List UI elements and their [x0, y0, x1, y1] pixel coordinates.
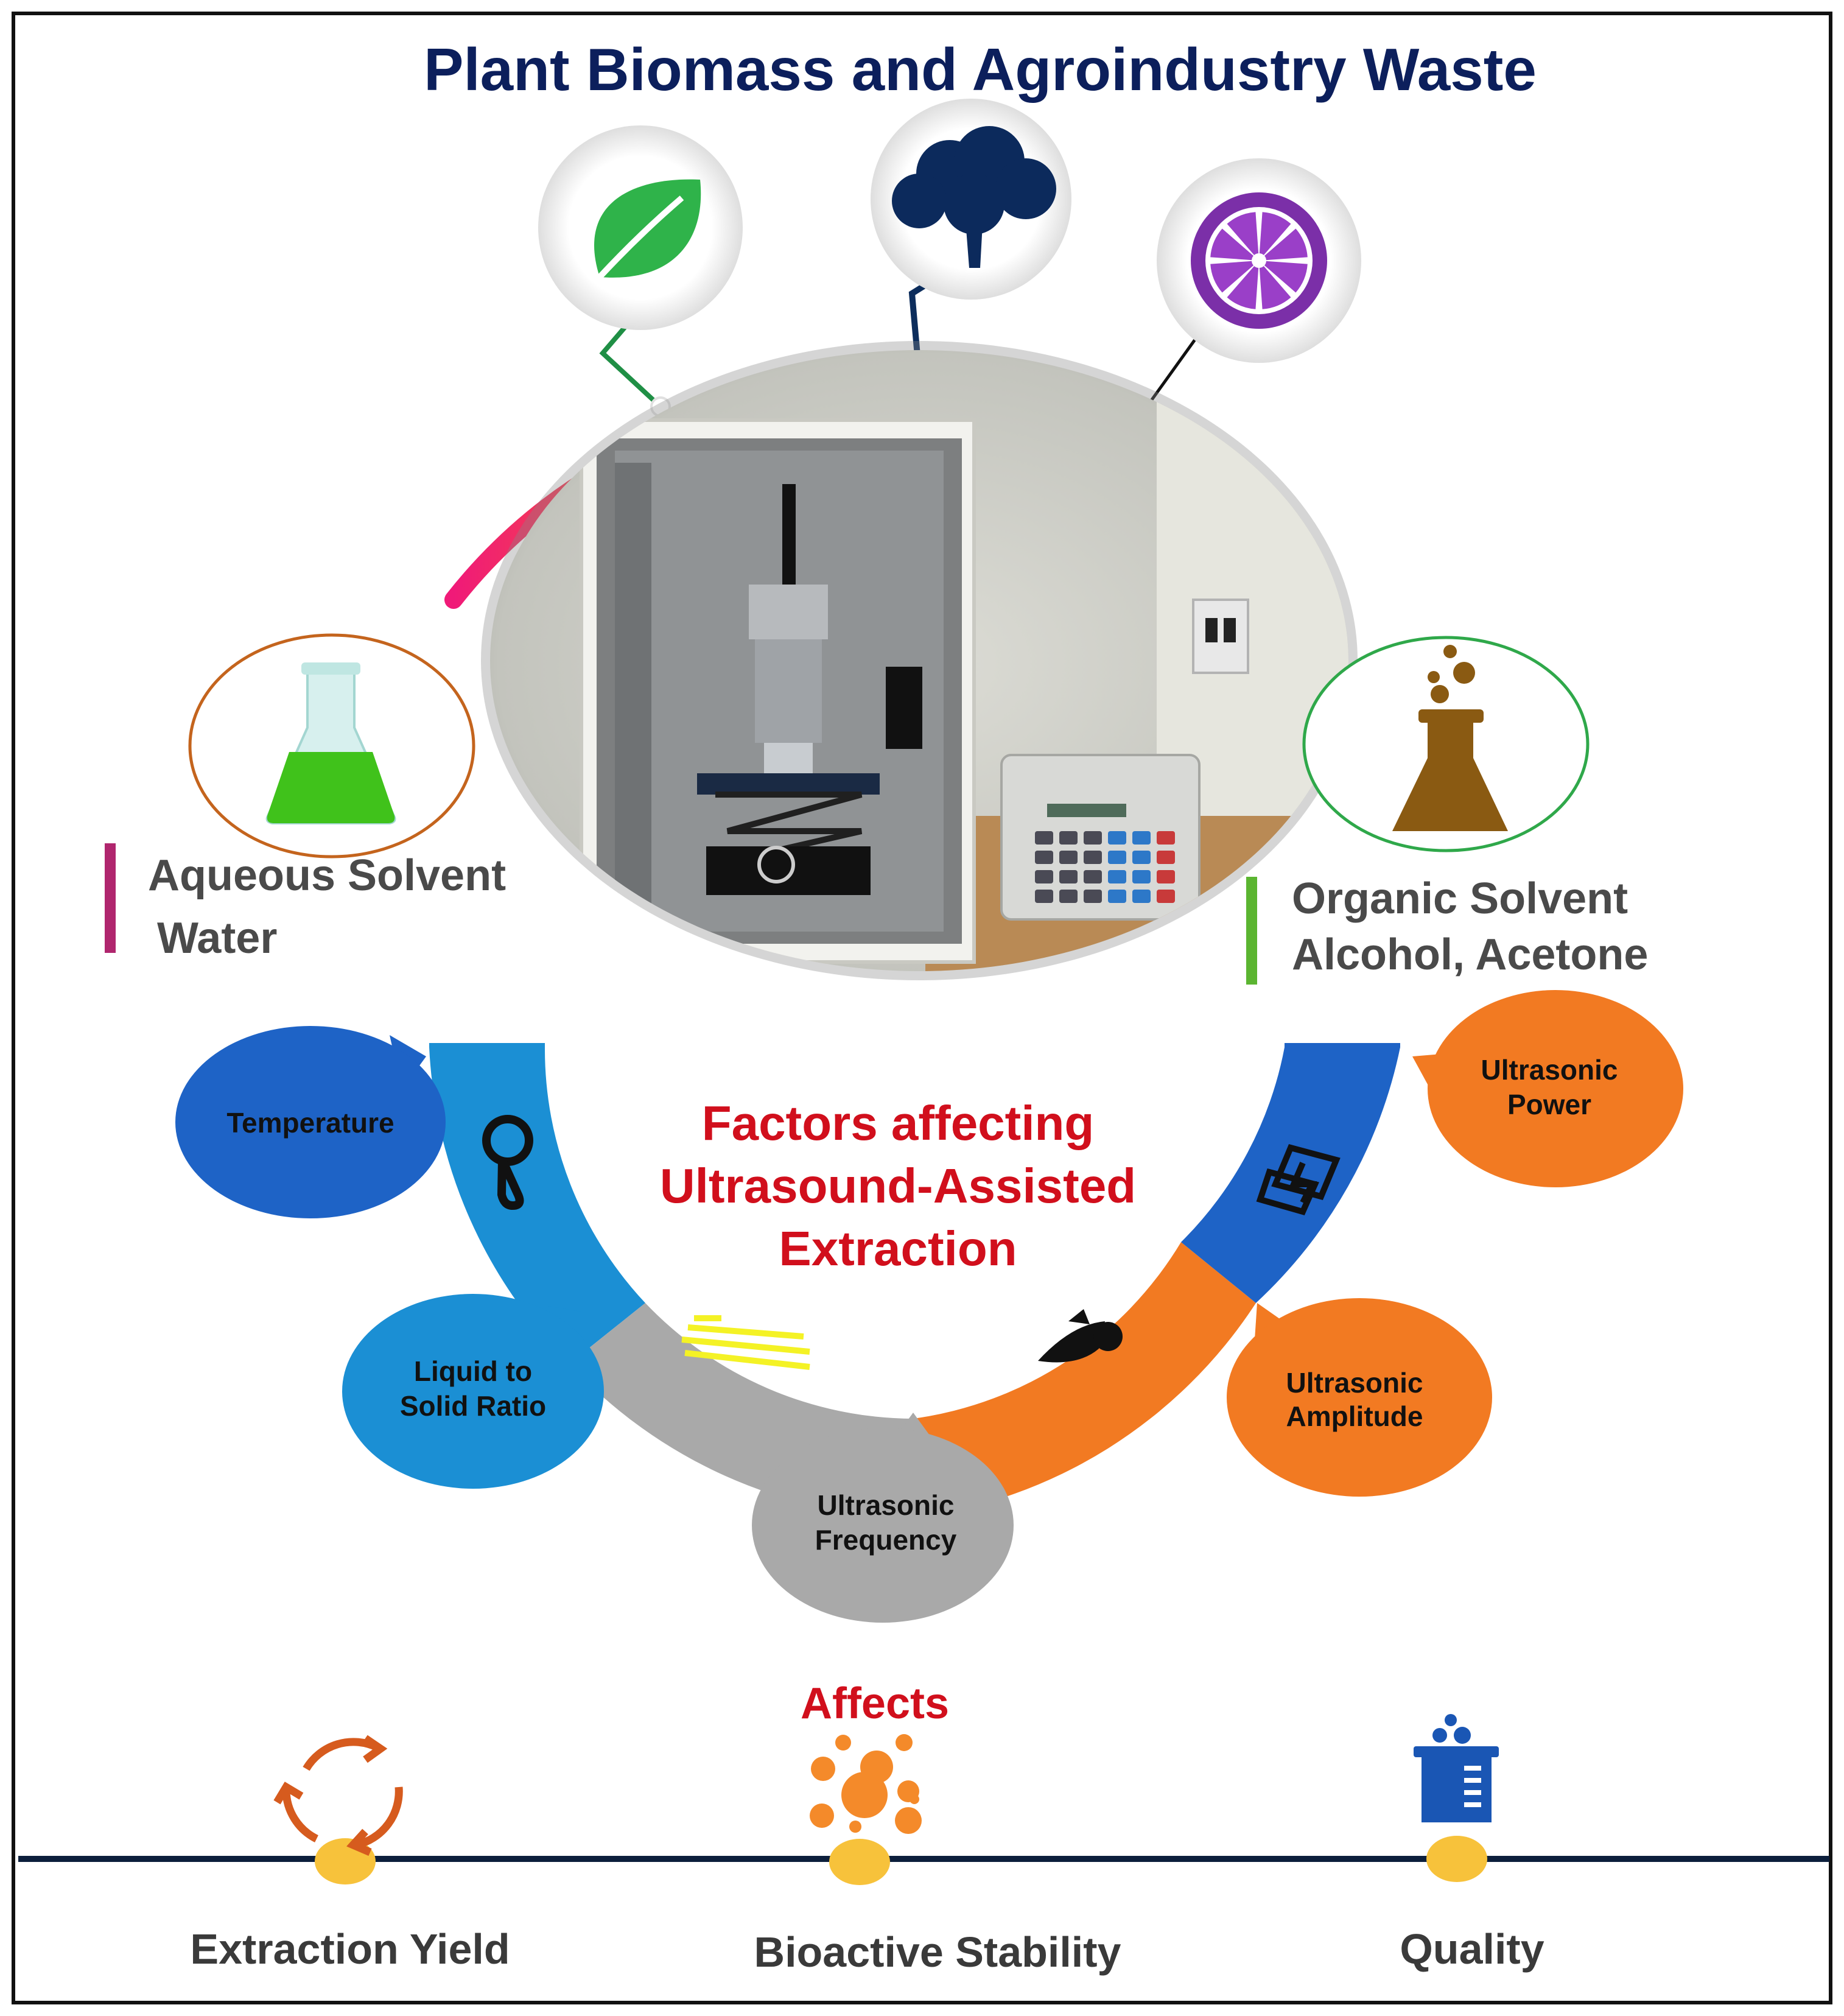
organic-accent-bar — [1246, 877, 1257, 985]
keypad-key — [1108, 890, 1126, 903]
amplitude-label-line2: Amplitude — [1286, 1400, 1423, 1432]
frequency-label-line1: Ultrasonic — [818, 1489, 955, 1521]
citrus-segment — [1227, 261, 1259, 309]
liquid-ratio-bubble: Liquid to Solid Ratio — [342, 1294, 604, 1489]
timeline-dot-quality — [1426, 1836, 1487, 1882]
timeline-dot-stability — [829, 1839, 890, 1885]
power-bubble: Ultrasonic Power — [1412, 990, 1683, 1187]
keypad-key — [1084, 831, 1102, 845]
citrus-segment — [1210, 261, 1259, 293]
leaf-icon — [594, 179, 701, 279]
tree-icon — [892, 126, 1056, 268]
keypad-key — [1157, 851, 1175, 864]
amplitude-icon — [1038, 1309, 1123, 1363]
center-title-line2: Ultrasound-Assisted — [660, 1159, 1136, 1213]
affects-label: Affects — [801, 1679, 949, 1728]
tree-bubble — [871, 99, 1071, 300]
organic-flask-icon — [1392, 645, 1508, 831]
amplitude-bubble: Ultrasonic Amplitude — [1227, 1298, 1492, 1497]
temperature-bubble: Temperature — [175, 1026, 446, 1218]
outcome-label-quality: Quality — [1400, 1925, 1544, 1973]
citrus-segment — [1259, 261, 1291, 309]
thermometer-icon — [482, 1115, 533, 1210]
keypad-key — [1035, 890, 1053, 903]
citrus-bubble — [1157, 158, 1361, 363]
liquid-ratio-label-line1: Liquid to — [414, 1355, 532, 1387]
aqueous-label-line1: Aqueous Solvent — [148, 851, 506, 900]
keypad-key — [1132, 831, 1151, 845]
aqueous-label-line2: Water — [157, 914, 277, 963]
keypad — [1035, 831, 1175, 903]
outcome-label-stability: Bioactive Stability — [754, 1928, 1121, 1976]
recycle-arrows-icon — [273, 1735, 403, 1856]
keypad-key — [1157, 870, 1175, 883]
power-label-line1: Ultrasonic — [1481, 1054, 1618, 1086]
keypad-key — [1035, 870, 1053, 883]
keypad-key — [1132, 851, 1151, 864]
aqueous-accent-bar — [105, 843, 116, 953]
ring-segment-temperature — [429, 1043, 645, 1364]
keypad-key — [1059, 890, 1078, 903]
keypad-key — [1059, 870, 1078, 883]
keypad-key — [1108, 870, 1126, 883]
keypad-key — [1059, 851, 1078, 864]
bubbles-icon — [810, 1734, 922, 1834]
citrus-segment — [1227, 212, 1259, 261]
aqueous-solvent-group: Aqueous Solvent Water — [105, 633, 506, 963]
citrus-segment — [1259, 261, 1308, 293]
center-title-line1: Factors affecting — [702, 1096, 1095, 1150]
keypad-key — [1059, 831, 1078, 845]
keypad-key — [1108, 851, 1126, 864]
keypad-key — [1035, 851, 1053, 864]
keypad-key — [1157, 890, 1175, 903]
amplitude-label-line1: Ultrasonic — [1286, 1367, 1423, 1399]
page-title: Plant Biomass and Agroindustry Waste — [424, 36, 1537, 103]
keypad-key — [1132, 870, 1151, 883]
aqueous-flask-icon — [265, 662, 396, 824]
keypad-key — [1035, 831, 1053, 845]
liquid-ratio-label-line2: Solid Ratio — [400, 1390, 546, 1422]
citrus-segment — [1259, 228, 1308, 261]
keypad-key — [1108, 831, 1126, 845]
beaker-icon — [1414, 1714, 1499, 1822]
citrus-segment — [1210, 228, 1259, 261]
keypad-key — [1132, 890, 1151, 903]
frequency-label-line2: Frequency — [815, 1524, 957, 1556]
keypad-key — [1084, 851, 1102, 864]
device-photo — [481, 341, 1358, 980]
organic-solvent-group: Organic Solvent Alcohol, Acetone — [1246, 636, 1648, 985]
power-icon — [1256, 1144, 1341, 1216]
ring-segment-power — [1181, 1043, 1400, 1303]
frequency-bubble: Ultrasonic Frequency — [752, 1413, 1014, 1623]
center-title-line3: Extraction — [779, 1221, 1017, 1276]
power-label-line2: Power — [1507, 1089, 1591, 1120]
citrus-segment — [1259, 212, 1291, 261]
keypad-key — [1157, 831, 1175, 845]
organic-label-line1: Organic Solvent — [1292, 874, 1628, 923]
keypad-key — [1084, 870, 1102, 883]
citrus-slice-icon — [1191, 192, 1327, 329]
leaf-bubble — [538, 125, 743, 330]
keypad-key — [1084, 890, 1102, 903]
organic-label-line2: Alcohol, Acetone — [1292, 930, 1648, 979]
temperature-label: Temperature — [226, 1107, 394, 1139]
ring-segment-amplitude — [913, 1242, 1256, 1518]
liquid-ratio-icon — [681, 1315, 810, 1370]
outcome-label-yield: Extraction Yield — [190, 1925, 510, 1973]
